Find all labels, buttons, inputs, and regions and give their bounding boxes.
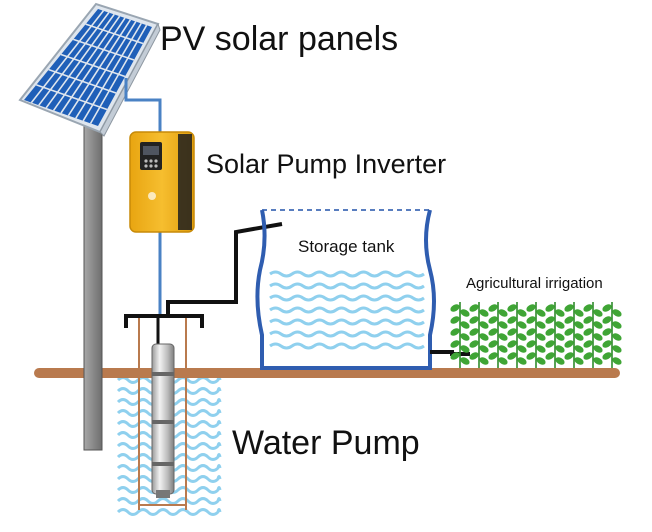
panel-pole — [83, 119, 103, 451]
submersible-pump — [151, 318, 175, 498]
storage-tank — [255, 209, 436, 370]
storage-tank-label: Storage tank — [298, 237, 395, 256]
irrigation-plants — [450, 302, 622, 368]
pv-panels-label: PV solar panels — [160, 20, 399, 58]
irrigation-label: Agricultural irrigation — [466, 275, 603, 292]
water-pump-label: Water Pump — [232, 424, 420, 462]
ground-line — [34, 368, 620, 378]
solar-pump-inverter — [129, 131, 195, 233]
power-wire — [124, 78, 162, 318]
solar-panel — [18, 2, 161, 137]
well-casing — [124, 314, 204, 510]
outlet-pipe — [430, 350, 470, 356]
discharge-pipe — [166, 222, 283, 318]
inverter-label: Solar Pump Inverter — [206, 149, 447, 179]
